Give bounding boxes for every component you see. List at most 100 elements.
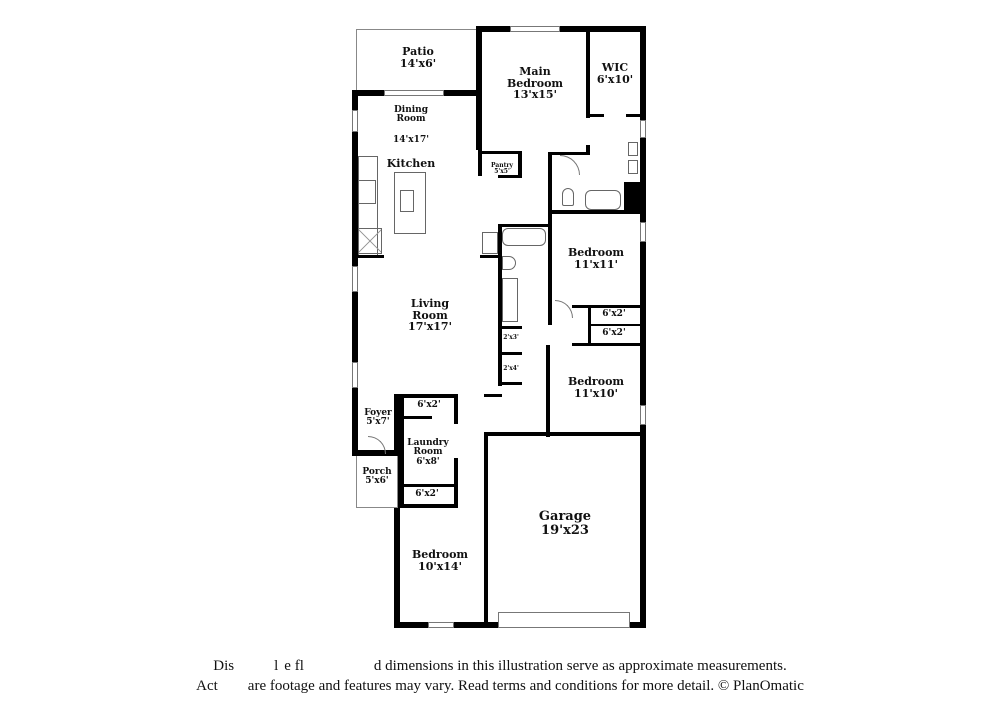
wall: [572, 343, 646, 346]
room-label-porch: Porch 5'x6': [362, 467, 392, 487]
disclaimer: Dis l e fl d dimensions in this illustra…: [0, 656, 1000, 676]
wall: [478, 151, 522, 154]
sink: [628, 160, 638, 174]
room-name: Room: [396, 114, 426, 125]
bathtub: [502, 228, 546, 246]
room-dims: 5'x6': [365, 476, 389, 487]
room-dims: 2'x4': [503, 365, 519, 372]
door-swing: [560, 155, 580, 175]
floor-plan: Patio 14'x6' Main Bedroom 13'x15' WIC 6'…: [352, 26, 646, 628]
closet-label: 6'x2': [415, 489, 438, 499]
room-name: Bedroom: [411, 548, 469, 561]
wall: [394, 394, 400, 628]
wall: [518, 151, 522, 177]
room-dims: 11'x11': [574, 257, 618, 271]
window: [510, 26, 560, 32]
window: [352, 266, 358, 292]
room-name: Living: [410, 297, 450, 310]
room-label-kitchen: Kitchen: [387, 158, 436, 170]
room-dims: 13'x15': [513, 88, 557, 102]
room-label-wic: WIC 6'x10': [597, 62, 633, 85]
room-dims: 5'x7': [366, 417, 390, 428]
wall: [548, 152, 552, 212]
room-name: Pantry: [490, 162, 514, 169]
closet-label: 2'x4': [503, 365, 519, 372]
room-label-main-bedroom: Main Bedroom 13'x15': [507, 66, 563, 101]
room-name: WIC: [601, 61, 629, 74]
window: [352, 110, 358, 132]
wall: [476, 26, 482, 150]
wall: [548, 210, 644, 214]
wall: [404, 416, 432, 419]
closet-label: 6'x2': [417, 400, 440, 410]
wall: [590, 114, 604, 117]
room-name: Room: [413, 447, 443, 458]
wall: [400, 394, 404, 508]
room-dims: 6'x10': [596, 72, 634, 86]
wall: [546, 345, 550, 437]
room-name: Main: [519, 65, 551, 78]
window: [640, 405, 646, 425]
room-dims: 10'x14': [418, 559, 462, 573]
room-name: Laundry: [407, 438, 449, 448]
window: [640, 222, 646, 242]
room-dims: 14'x17': [393, 135, 429, 145]
room-dims: 6'x8': [416, 456, 440, 467]
wall: [478, 150, 482, 176]
wall: [476, 26, 646, 32]
disclaimer-text: Dis: [213, 658, 235, 674]
window: [640, 120, 646, 138]
room-label-bedroom-3: Bedroom 11'x10': [568, 376, 624, 399]
wall: [358, 255, 384, 258]
wall: [502, 326, 522, 329]
door-swing: [368, 436, 386, 454]
room-dims: 14'x6': [399, 56, 437, 70]
room-label-pantry: Pantry 5'x5': [490, 162, 514, 176]
room-label-bedroom-4: Bedroom 10'x14': [412, 549, 468, 572]
closet-label: 6'x2': [602, 328, 626, 338]
disclaimer-line-2: Act are footage and features may vary. R…: [0, 676, 1000, 696]
wall: [624, 182, 642, 212]
room-name: Kitchen: [386, 157, 436, 170]
porch-outline: [356, 456, 398, 508]
garage-door: [498, 612, 630, 628]
room-label-garage: Garage 19'x23: [539, 510, 591, 537]
room-name: Patio: [402, 45, 434, 58]
room-name: Bedroom: [567, 246, 625, 259]
wall: [484, 394, 502, 397]
wall: [480, 255, 502, 258]
wall: [498, 175, 522, 178]
bathtub: [585, 190, 621, 210]
wall: [588, 324, 644, 326]
disclaimer-text: are footage and features may vary. Read …: [247, 678, 804, 694]
wall: [572, 305, 646, 308]
wall: [484, 432, 488, 626]
wall: [586, 26, 590, 118]
door-swing: [555, 300, 573, 318]
room-label-dining: Dining Room: [393, 105, 429, 125]
toilet: [502, 256, 516, 270]
wall: [502, 352, 522, 355]
room-name: Porch: [362, 467, 392, 477]
wall: [454, 458, 458, 508]
linen: [482, 232, 498, 254]
closet-label: 6'x2': [602, 309, 626, 319]
room-name: Foyer: [364, 408, 392, 418]
wall: [548, 152, 590, 155]
window: [384, 90, 444, 96]
room-label-laundry: Laundry Room 6'x8': [407, 438, 449, 467]
room-dims: 6'x2': [602, 309, 626, 319]
sink: [400, 190, 414, 212]
patio-outline: [356, 29, 480, 95]
room-name: Garage: [538, 509, 592, 524]
room-dims: 6'x2': [602, 328, 626, 338]
disclaimer-text: e fl: [284, 658, 304, 674]
fridge: [358, 228, 382, 254]
room-dims-dining: 14'x17': [393, 135, 429, 145]
room-name: Dining: [393, 105, 429, 115]
window: [352, 362, 358, 388]
sink: [628, 142, 638, 156]
closet-label: 2'x3': [503, 334, 519, 341]
room-label-patio: Patio 14'x6': [400, 46, 436, 69]
room-name: Bedroom: [506, 76, 564, 90]
